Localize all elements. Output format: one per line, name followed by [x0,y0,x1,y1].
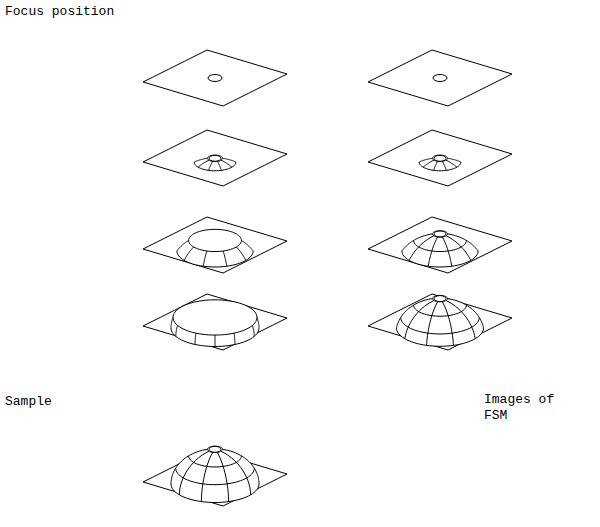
dome-section [177,229,253,267]
dome-section [171,446,259,502]
figure-label: Focus position [5,4,165,20]
focal-plane [368,50,512,106]
focal-plane [368,130,512,186]
dome-tip [433,75,447,82]
focal-plane [143,217,287,273]
focal-plane [143,294,287,350]
focal-plane [143,130,287,186]
illustration [143,50,512,506]
dome-section [402,231,478,267]
focal-plane [368,217,512,273]
figure-label: Images of FSM [484,392,568,424]
focal-plane [368,294,512,350]
dome-section [396,295,483,346]
dome-section [194,155,236,171]
figure-label: Sample [5,394,105,410]
dome-section [419,155,461,171]
dome-tip [208,75,222,82]
focal-plane [143,50,287,106]
dome-section [171,300,259,347]
